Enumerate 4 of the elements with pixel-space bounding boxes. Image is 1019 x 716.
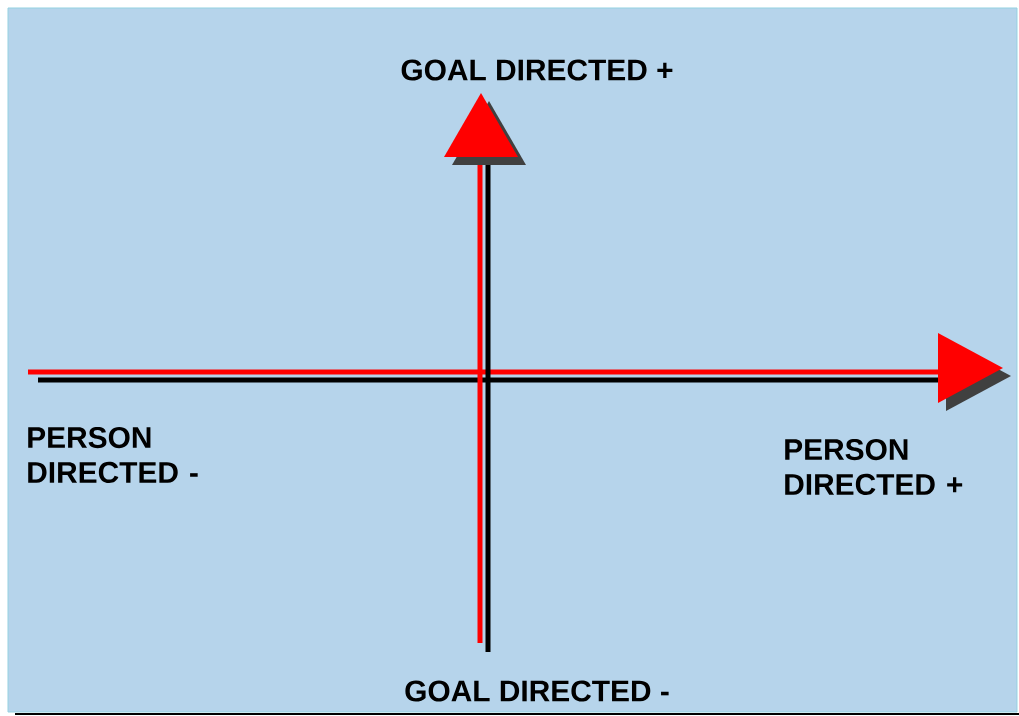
axis-label: PERSON DIRECTED + [785,438,963,495]
axis-label: GOAL DIRECTED - [405,680,669,702]
axis-label: PERSON DIRECTED - [28,426,198,483]
axis-label: GOAL DIRECTED + [401,59,673,81]
